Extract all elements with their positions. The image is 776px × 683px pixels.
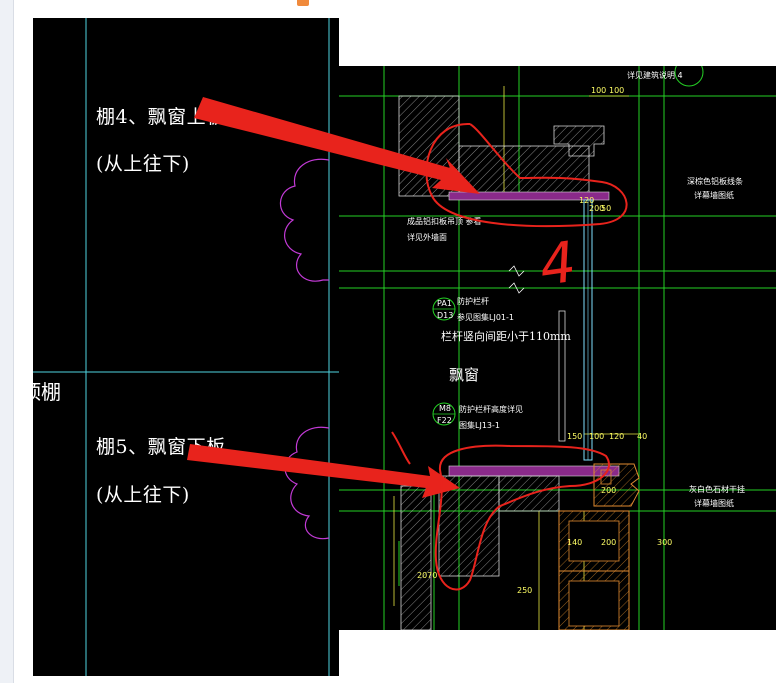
dim-10: 200: [601, 486, 617, 495]
dim-8: 120: [609, 432, 625, 441]
callout-m8-bottom: F22: [437, 416, 452, 425]
note-left-upper-2: 详见外墙面: [407, 233, 447, 242]
dim-2: 100: [609, 86, 625, 95]
note-right-lower-1: 灰白色石材干挂: [689, 485, 745, 494]
lower-board-title: 棚5、飘窗下板: [96, 436, 226, 458]
note-right-upper-2: 详幕墙图纸: [694, 191, 734, 200]
dim-5: 50: [601, 204, 612, 213]
cad-panel-right: PA1 D13 M8 F22 详见建筑说明 4 深棕色铝板线条 详幕墙图纸 灰白…: [339, 66, 776, 630]
upper-board-subtitle: (从上往下): [96, 153, 190, 175]
dim-7: 100: [589, 432, 605, 441]
note-right-lower-2: 详幕墙图纸: [694, 499, 734, 508]
note-railing-4: 图集LJ13-1: [459, 421, 500, 430]
toolbar-mark: [297, 0, 309, 6]
note-top-right: 详见建筑说明 4: [627, 71, 683, 80]
dim-15: 2070: [417, 571, 438, 580]
railing-spacing-note: 栏杆竖向间距小于110mm: [441, 330, 571, 343]
ceiling-partial-label: 顶棚: [33, 380, 61, 404]
note-railing-3: 防护栏杆高度详见: [459, 405, 523, 414]
callout-pa1-bottom: D13: [437, 311, 454, 320]
cad-panel-left: 棚4、飘窗上板 (从上往下) 棚5、飘窗下板 (从上往下) 顶棚: [33, 18, 339, 676]
revision-cloud-upper: [279, 158, 330, 282]
dim-9: 40: [637, 432, 648, 441]
section-detail-drawing: [339, 66, 776, 630]
note-railing-2: 参见图集LJ01-1: [457, 313, 514, 322]
viewer-left-edge: [0, 0, 14, 683]
dim-12: 200: [601, 538, 617, 547]
callout-m8-top: M8: [439, 404, 451, 413]
dim-1: 100: [591, 86, 607, 95]
bay-window-label: 飘窗: [449, 366, 480, 384]
lower-board-subtitle: (从上往下): [96, 484, 190, 506]
note-left-upper-1: 成品铝扣板吊顶 参看: [407, 217, 482, 226]
dim-6: 150: [567, 432, 583, 441]
note-railing-1: 防护栏杆: [457, 297, 489, 306]
dim-13: 300: [657, 538, 673, 547]
dim-11: 140: [567, 538, 583, 547]
note-right-upper-1: 深棕色铝板线条: [687, 177, 743, 186]
revision-cloud-lower: [284, 426, 330, 540]
dim-14: 250: [517, 586, 533, 595]
upper-board-title: 棚4、飘窗上板: [96, 106, 226, 128]
callout-pa1-top: PA1: [437, 299, 452, 308]
